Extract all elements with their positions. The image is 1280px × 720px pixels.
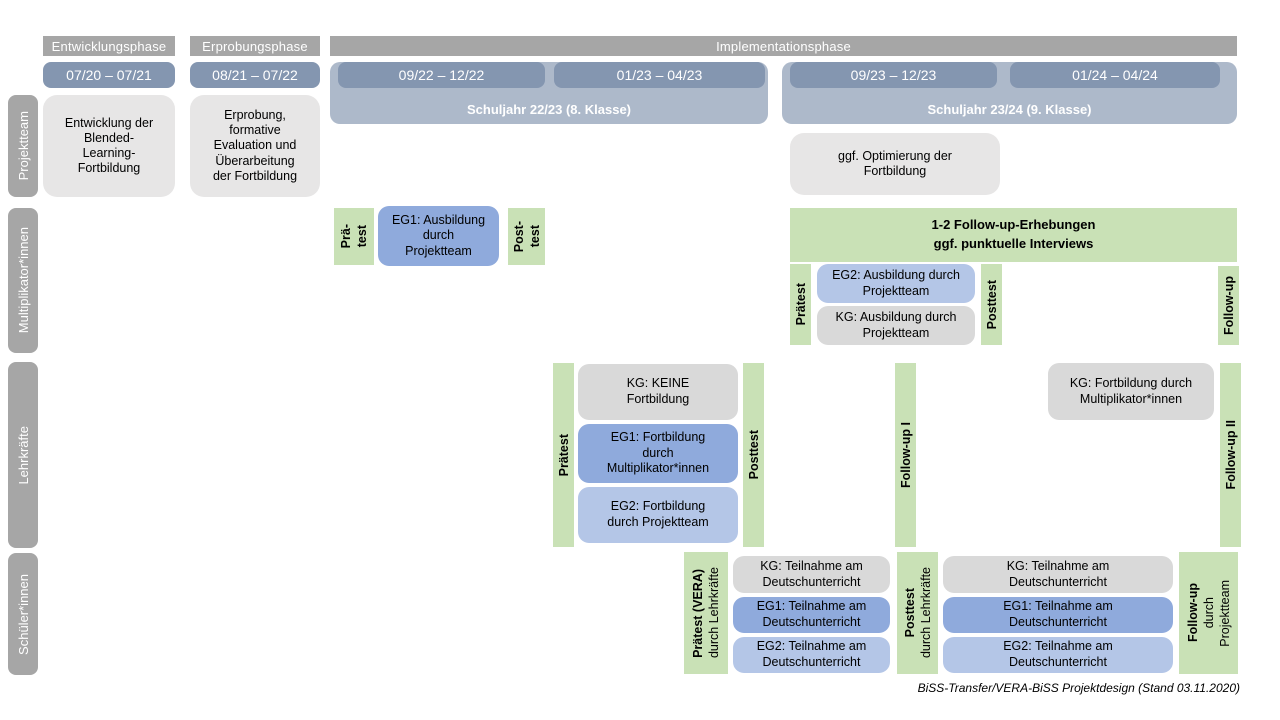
test-bar-followup2-lehrkraefte: Follow-up II	[1220, 363, 1241, 547]
box-eg2-ausbildung: EG2: Ausbildung durch Projektteam	[817, 264, 975, 303]
row-label-schueler: Schüler*innen	[8, 553, 38, 675]
date-bar-6: 01/24 – 04/24	[1010, 62, 1220, 88]
row-label-lehrkraefte-text: Lehrkräfte	[15, 425, 31, 485]
test-bar-praetest-vera-main: Prätest (VERA)	[691, 568, 705, 658]
test-bar-posttest-schueler: Posttest durch Lehrkräfte	[897, 552, 938, 674]
phase-header-erprobungsphase: Erprobungsphase	[190, 36, 320, 56]
box-followup-erhebungen: 1-2 Follow-up-Erhebungen ggf. punktuelle…	[790, 208, 1237, 262]
box-eg1-teilnahme-2: EG1: Teilnahme am Deutschunterricht	[943, 597, 1173, 633]
phase-header-implementationsphase: Implementationsphase	[330, 36, 1237, 56]
caption-text: BiSS-Transfer/VERA-BiSS Projektdesign (S…	[917, 681, 1240, 695]
test-bar-praetest-multiplikatoren-line1: Prä-	[339, 224, 353, 249]
row-label-multiplikatoren-text: Multiplikator*innen	[15, 227, 31, 334]
test-bar-followup1-lehrkraefte-text: Follow-up I	[898, 422, 913, 488]
test-bar-posttest2-multiplikatoren: Posttest	[981, 264, 1002, 345]
test-bar-followup-multiplikatoren-text: Follow-up	[1221, 275, 1236, 335]
box-eg1-ausbildung: EG1: Ausbildung durch Projektteam	[378, 206, 499, 266]
test-bar-praetest-multiplikatoren-line2: test	[355, 225, 369, 248]
box-kg-teilnahme-1: KG: Teilnahme am Deutschunterricht	[733, 556, 890, 593]
row-label-projektteam-text: Projektteam	[15, 111, 31, 181]
test-bar-followup2-lehrkraefte-text: Follow-up II	[1223, 420, 1238, 490]
test-bar-posttest-lehrkraefte-text: Posttest	[746, 430, 761, 480]
phase-header-entwicklungsphase: Entwicklungsphase	[43, 36, 175, 56]
schoolyear-label-22-23: Schuljahr 22/23 (8. Klasse)	[466, 102, 632, 117]
box-eg2-teilnahme-1: EG2: Teilnahme am Deutschunterricht	[733, 637, 890, 673]
test-bar-followup-schueler: Follow-up durch Projektteam	[1179, 552, 1238, 674]
date-bar-5: 09/23 – 12/23	[790, 62, 997, 88]
box-entwicklung-fortbildung: Entwicklung der Blended- Learning- Fortb…	[43, 95, 175, 197]
test-bar-praetest-lehrkraefte-text: Prätest	[556, 433, 571, 477]
test-bar-praetest2-multiplikatoren-text: Prätest	[793, 283, 808, 326]
box-kg-teilnahme-2: KG: Teilnahme am Deutschunterricht	[943, 556, 1173, 593]
box-kg-keine-fortbildung: KG: KEINE Fortbildung	[578, 364, 738, 420]
box-kg-ausbildung: KG: Ausbildung durch Projektteam	[817, 306, 975, 345]
test-bar-praetest2-multiplikatoren: Prätest	[790, 264, 811, 345]
date-bar-2: 08/21 – 07/22	[190, 62, 320, 88]
schoolyear-label-23-24: Schuljahr 23/24 (9. Klasse)	[927, 102, 1092, 117]
test-bar-posttest-schueler-sub: durch Lehrkräfte	[918, 567, 933, 659]
box-erprobung-evaluation: Erprobung, formative Evaluation und Über…	[190, 95, 320, 197]
date-bar-4: 01/23 – 04/23	[554, 62, 765, 88]
box-kg-fortbildung-multiplikatoren: KG: Fortbildung durch Multiplikator*inne…	[1048, 363, 1214, 420]
box-optimierung-fortbildung: ggf. Optimierung der Fortbildung	[790, 133, 1000, 195]
test-bar-posttest-lehrkraefte: Posttest	[743, 363, 764, 547]
test-bar-followup-schueler-main: Follow-up	[1185, 583, 1200, 643]
test-bar-followup-schueler-sub1: durch	[1201, 597, 1216, 629]
row-label-schueler-text: Schüler*innen	[15, 573, 31, 655]
box-eg1-teilnahme-1: EG1: Teilnahme am Deutschunterricht	[733, 597, 890, 633]
date-bar-3: 09/22 – 12/22	[338, 62, 545, 88]
test-bar-followup1-lehrkraefte: Follow-up I	[895, 363, 916, 547]
row-label-lehrkraefte: Lehrkräfte	[8, 362, 38, 548]
box-eg2-fortbildung: EG2: Fortbildung durch Projektteam	[578, 487, 738, 543]
test-bar-followup-schueler-sub2: Projektteam	[1217, 579, 1232, 647]
row-label-multiplikatoren: Multiplikator*innen	[8, 208, 38, 353]
test-bar-followup-multiplikatoren: Follow-up	[1218, 266, 1239, 345]
test-bar-posttest-multiplikatoren-line1: Post-	[511, 220, 526, 253]
box-eg2-teilnahme-2: EG2: Teilnahme am Deutschunterricht	[943, 637, 1173, 673]
test-bar-praetest-vera: Prätest (VERA) durch Lehrkräfte	[684, 552, 728, 674]
test-bar-praetest-multiplikatoren: Prä- test	[334, 208, 374, 265]
row-label-projektteam: Projektteam	[8, 95, 38, 197]
test-bar-praetest-vera-sub: durch Lehrkräfte	[707, 567, 721, 659]
date-bar-1: 07/20 – 07/21	[43, 62, 175, 88]
test-bar-posttest-multiplikatoren: Post- test	[508, 208, 545, 265]
test-bar-posttest2-multiplikatoren-text: Posttest	[984, 279, 999, 330]
test-bar-posttest-multiplikatoren-line2: test	[527, 225, 542, 248]
test-bar-praetest-lehrkraefte: Prätest	[553, 363, 574, 547]
test-bar-posttest-schueler-main: Posttest	[902, 588, 917, 638]
box-eg1-fortbildung: EG1: Fortbildung durch Multiplikator*inn…	[578, 424, 738, 483]
